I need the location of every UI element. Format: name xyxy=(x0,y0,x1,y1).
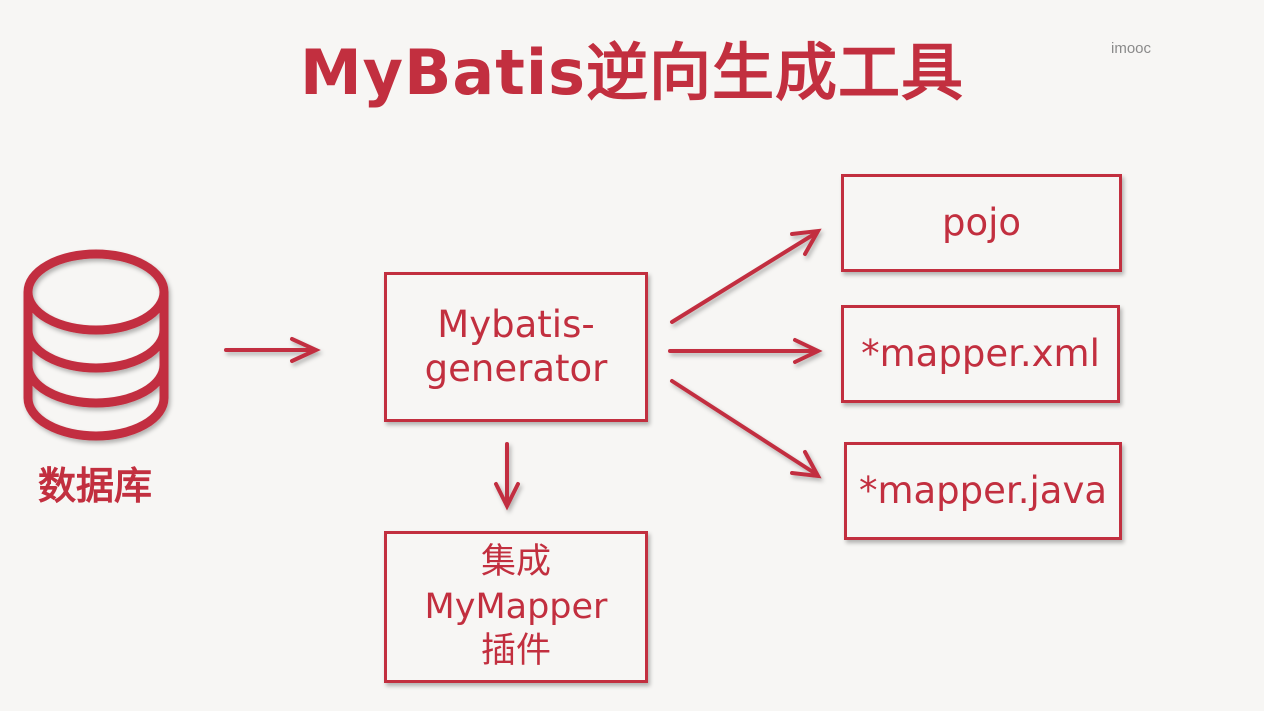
database-label: 数据库 xyxy=(37,464,152,508)
arrow-db-to-generator xyxy=(224,337,321,363)
arrow-generator-to-plugin xyxy=(494,442,520,511)
generator-label-line1: Mybatis- xyxy=(437,303,595,347)
plugin-label-line1: 集成 xyxy=(480,541,551,582)
watermark: imooc xyxy=(1111,40,1152,57)
arrow-generator-to-pojo xyxy=(670,228,822,324)
generator-label-line2: generator xyxy=(424,347,608,390)
mapper-xml-box: *mapper.xml xyxy=(841,305,1120,403)
arrow-generator-to-mapper-xml xyxy=(668,338,823,364)
arrow-generator-to-mapper-java xyxy=(670,379,822,479)
mapper-xml-label: *mapper.xml xyxy=(861,332,1100,376)
generator-box: Mybatis- generator xyxy=(384,272,648,422)
mapper-java-box: *mapper.java xyxy=(844,442,1122,540)
mapper-java-label: *mapper.java xyxy=(858,469,1108,513)
pojo-label: pojo xyxy=(941,201,1022,245)
plugin-box: 集成 MyMapper 插件 xyxy=(384,531,648,683)
plugin-label-line3: 插件 xyxy=(480,631,551,672)
pojo-box: pojo xyxy=(841,174,1122,272)
page-title: MyBatis逆向生成工具 xyxy=(299,36,964,109)
database-icon xyxy=(23,249,169,441)
plugin-label-line2: MyMapper xyxy=(424,586,608,627)
